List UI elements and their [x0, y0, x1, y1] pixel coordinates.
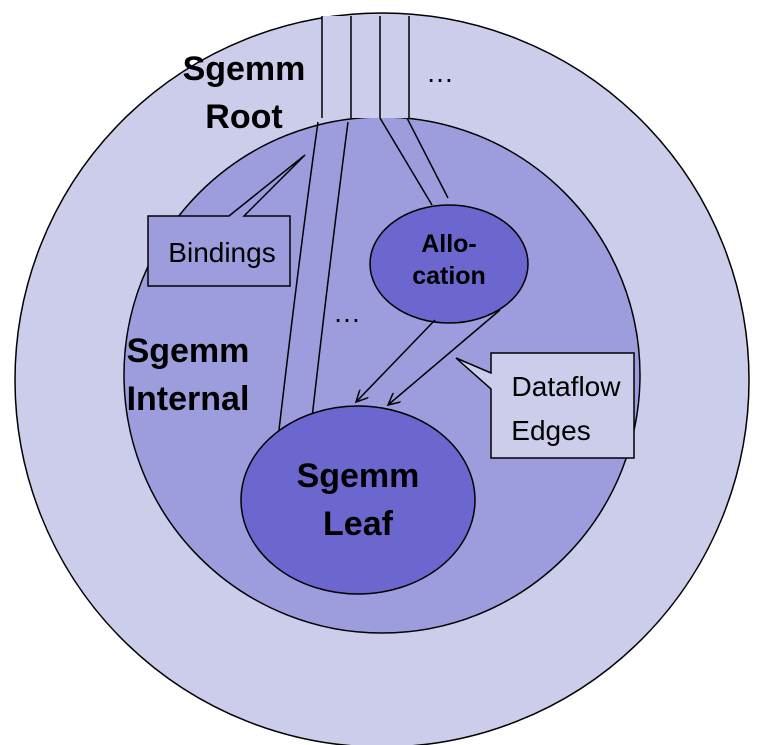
allocation-label-line1: Allo- — [421, 230, 477, 258]
bindings-callout: Bindings — [147, 154, 306, 287]
dataflow-callout-line1: Dataflow — [512, 371, 622, 402]
top-ellipsis: … — [426, 57, 454, 88]
middle-ellipsis: … — [333, 297, 361, 328]
allocation-label-line2: cation — [412, 262, 486, 290]
leaf-node — [240, 405, 476, 595]
binding-lines-top — [321, 16, 410, 118]
dataflow-callout-line2: Edges — [511, 415, 590, 446]
allocation-node — [369, 204, 529, 324]
internal-label-line2: Internal — [127, 380, 250, 418]
root-label-line2: Root — [205, 98, 282, 136]
dataflow-callout: Dataflow Edges — [455, 352, 635, 459]
internal-label-line1: Sgemm — [127, 332, 250, 370]
binding-lines-to-leaf — [278, 121, 349, 431]
root-label-line1: Sgemm — [183, 50, 306, 88]
leaf-label-line2: Leaf — [323, 505, 394, 543]
bindings-callout-text: Bindings — [168, 237, 275, 268]
dataflow-edges — [356, 309, 501, 405]
binding-lines-to-allocation — [379, 117, 449, 206]
leaf-label-line1: Sgemm — [297, 457, 420, 495]
